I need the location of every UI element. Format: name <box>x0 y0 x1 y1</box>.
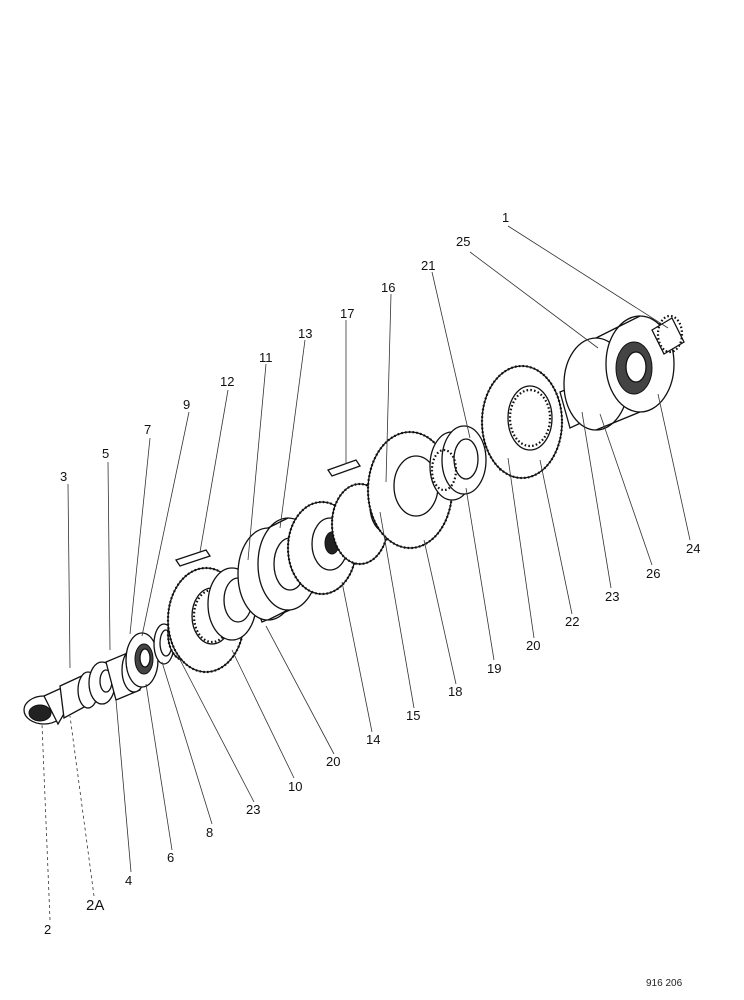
callout-13: 13 <box>298 326 312 341</box>
callout-4: 4 <box>125 873 132 888</box>
callout-23-rear: 23 <box>605 589 619 604</box>
callout-5: 5 <box>102 446 109 461</box>
callout-26: 26 <box>646 566 660 581</box>
callout-15: 15 <box>406 708 420 723</box>
shaft-assembly <box>23 314 685 726</box>
part-input-pinion <box>651 314 685 355</box>
callout-7: 7 <box>144 422 151 437</box>
callout-25: 25 <box>456 234 470 249</box>
callout-8: 8 <box>206 825 213 840</box>
part-bearing-housing <box>563 315 675 431</box>
callout-23-front: 23 <box>246 802 260 817</box>
callout-labels: 1 25 21 16 17 13 11 12 9 7 5 3 24 26 23 … <box>44 210 700 937</box>
callout-18: 18 <box>448 684 462 699</box>
callout-19: 19 <box>487 661 501 676</box>
drawing-code: 916 206 <box>646 978 683 989</box>
callout-20-front: 20 <box>326 754 340 769</box>
part-bearing-small <box>125 632 159 688</box>
callout-24: 24 <box>686 541 700 556</box>
part-key-b <box>326 459 362 477</box>
callout-17: 17 <box>340 306 354 321</box>
callout-1: 1 <box>502 210 509 225</box>
callout-16: 16 <box>381 280 395 295</box>
callout-9: 9 <box>183 397 190 412</box>
part-gear-fifth <box>480 364 564 480</box>
callout-3: 3 <box>60 469 67 484</box>
callout-21: 21 <box>421 258 435 273</box>
callout-20-rear: 20 <box>526 638 540 653</box>
callout-11: 11 <box>259 350 273 365</box>
leader-lines <box>41 225 691 921</box>
part-key-a <box>174 549 212 567</box>
part-synchro-ring <box>429 425 487 501</box>
part-nut <box>23 685 73 726</box>
callout-2: 2 <box>44 922 51 937</box>
callout-10: 10 <box>288 779 302 794</box>
callout-6: 6 <box>167 850 174 865</box>
callout-22: 22 <box>565 614 579 629</box>
callout-14: 14 <box>366 732 380 747</box>
callout-12: 12 <box>220 374 234 389</box>
callout-2A: 2A <box>86 897 104 914</box>
